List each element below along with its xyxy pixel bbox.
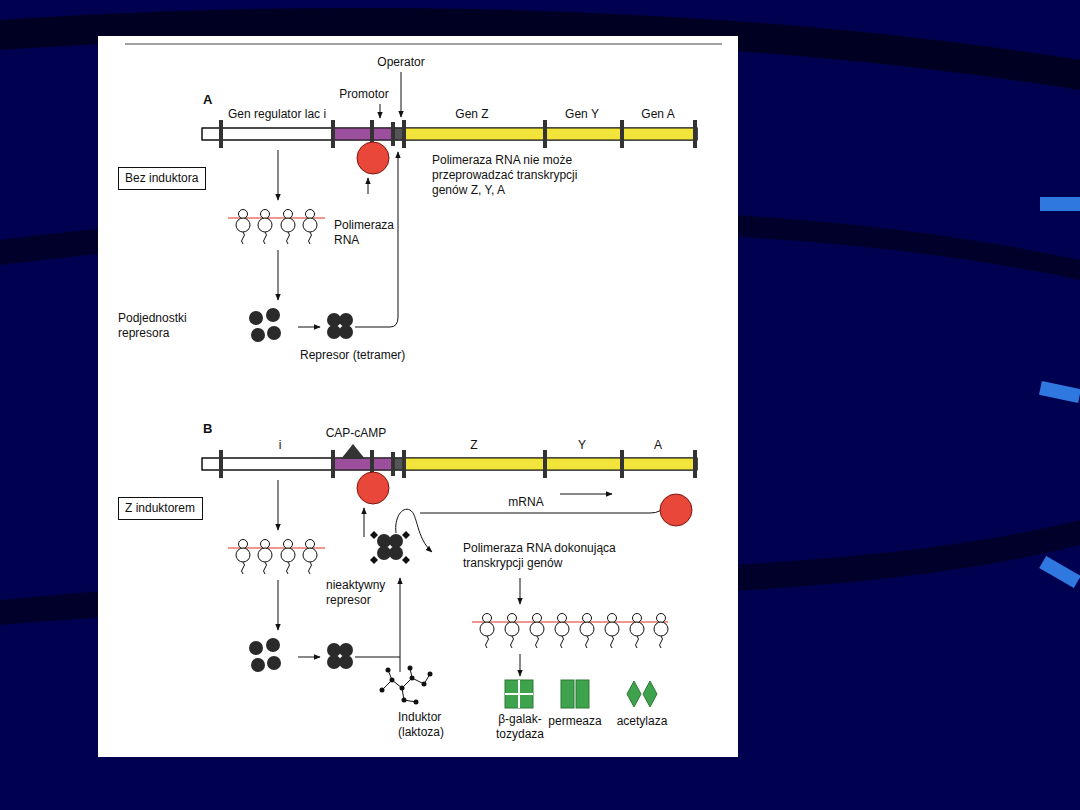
repressor-tetramer bbox=[327, 313, 353, 339]
ribosome bbox=[505, 614, 519, 649]
arrow bbox=[400, 657, 401, 672]
header-rule bbox=[125, 44, 722, 45]
bound-inducer bbox=[370, 531, 410, 564]
gene-label: Gen Z bbox=[455, 107, 488, 122]
leader-arrow bbox=[380, 104, 381, 118]
condition-box: Bez induktora bbox=[118, 167, 206, 190]
beta-galactosidase-symbol bbox=[505, 680, 533, 708]
arrow bbox=[278, 480, 279, 530]
gene-label: Gen Y bbox=[565, 107, 599, 122]
gene-label: Y bbox=[578, 438, 586, 453]
ribosome bbox=[303, 210, 317, 245]
rna-polymerase bbox=[357, 472, 389, 504]
acetylase-symbol bbox=[627, 681, 657, 707]
part-label: Operator bbox=[377, 55, 424, 70]
ribosome bbox=[580, 614, 594, 649]
arrow bbox=[520, 654, 521, 676]
product-label: β-galak- tozydaza bbox=[493, 712, 548, 742]
arrow bbox=[560, 494, 612, 495]
part-label: Promotor bbox=[339, 87, 388, 102]
product-label: acetylaza bbox=[617, 714, 668, 729]
note: Polimeraza RNA nie może przeprowadzać tr… bbox=[432, 153, 582, 198]
part-label: Polimeraza RNA bbox=[334, 218, 396, 248]
inducer-molecule bbox=[382, 668, 430, 702]
arrow bbox=[368, 178, 369, 194]
arrow bbox=[396, 509, 432, 552]
gene-label: Z bbox=[470, 438, 477, 453]
ribosome bbox=[630, 614, 644, 649]
accent-bar bbox=[1039, 556, 1080, 588]
box-text: Z induktorem bbox=[125, 501, 196, 516]
ribosome bbox=[281, 540, 295, 575]
dna-bar bbox=[202, 450, 697, 478]
ribosome bbox=[530, 614, 544, 649]
ribosome bbox=[236, 210, 250, 245]
note: Polimeraza RNA dokonująca transkrypcji g… bbox=[463, 541, 633, 571]
ribosome bbox=[303, 540, 317, 575]
inducer-molecule bbox=[380, 666, 433, 705]
rna-polymerase bbox=[660, 494, 692, 526]
gene-label: A bbox=[654, 438, 662, 453]
ribosome bbox=[258, 210, 272, 245]
condition-box: Z induktorem bbox=[118, 497, 203, 520]
arrow bbox=[520, 578, 521, 604]
accent-bar bbox=[1040, 197, 1080, 211]
repressor-subunits bbox=[249, 638, 281, 672]
ribosome bbox=[480, 614, 494, 649]
ribosome bbox=[281, 210, 295, 245]
ribosome bbox=[555, 614, 569, 649]
arrow bbox=[278, 250, 279, 300]
inactive-repressor bbox=[377, 534, 403, 560]
accent-bar bbox=[1039, 381, 1080, 403]
permease-symbol bbox=[561, 680, 589, 708]
part-label: Podjednostki represora bbox=[118, 311, 200, 341]
gene-label: Gen A bbox=[641, 107, 674, 122]
panel-letter: A bbox=[203, 92, 212, 107]
ribosome bbox=[258, 540, 272, 575]
arrow bbox=[278, 150, 279, 200]
leader-arrow bbox=[401, 72, 402, 117]
repressor-tetramer bbox=[327, 643, 353, 669]
ribosome bbox=[605, 614, 619, 649]
figure-panel bbox=[98, 36, 738, 757]
part-label: mRNA bbox=[508, 495, 543, 510]
part-label: Represor (tetramer) bbox=[300, 348, 405, 363]
cap-camp-symbol bbox=[341, 444, 365, 459]
dna-bar bbox=[202, 120, 697, 148]
arrow bbox=[298, 327, 320, 328]
arrow bbox=[278, 580, 279, 630]
ribosome bbox=[654, 614, 668, 649]
rna-polymerase bbox=[357, 142, 389, 174]
product-label: permeaza bbox=[548, 714, 601, 729]
arrow bbox=[355, 152, 398, 327]
gene-label: i bbox=[279, 438, 282, 453]
ribosome bbox=[236, 540, 250, 575]
part-label: CAP-cAMP bbox=[326, 426, 387, 441]
arrow bbox=[298, 657, 320, 658]
repressor-subunits bbox=[249, 308, 281, 342]
gene-label: Gen regulator lac i bbox=[228, 107, 326, 122]
part-label: Induktor (laktoza) bbox=[398, 710, 460, 740]
box-text: Bez induktora bbox=[125, 171, 199, 186]
arrow bbox=[364, 508, 365, 537]
panel-letter: B bbox=[203, 421, 212, 436]
part-label: nieaktywny represor bbox=[326, 578, 392, 608]
